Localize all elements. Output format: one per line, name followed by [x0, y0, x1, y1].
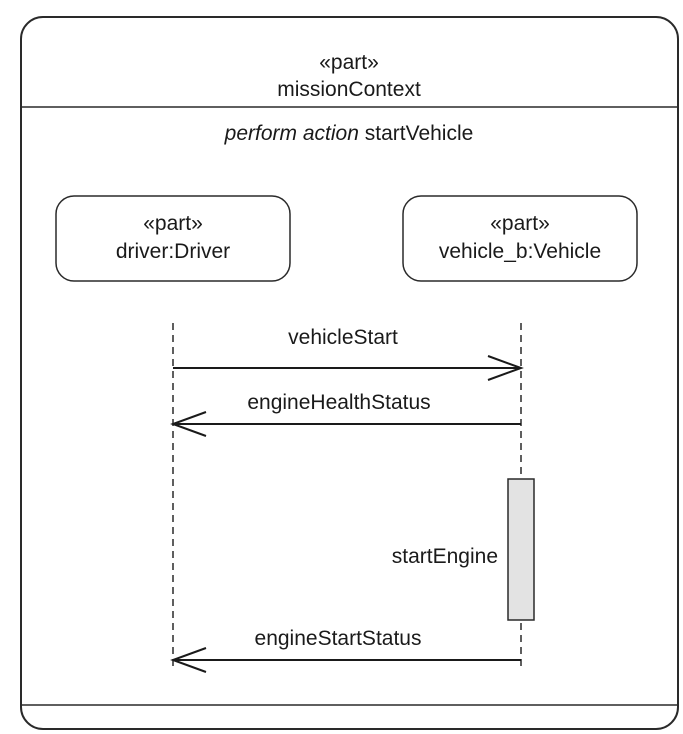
container-stereotype: «part» [319, 51, 379, 74]
message-label-vehicle-start: vehicleStart [288, 326, 398, 349]
message-arrow-engine-health-status [170, 411, 521, 437]
lifeline-vehicle-name: vehicle_b:Vehicle [438, 240, 602, 263]
message-arrow-engine-start-status [170, 647, 521, 673]
action-prefix: perform action [224, 122, 359, 145]
lifeline-vehicle-stereotype: «part» [490, 212, 550, 235]
action-name: startVehicle [364, 122, 474, 145]
activation-label: startEngine [391, 545, 498, 568]
message-arrow-vehicle-start [173, 355, 524, 381]
activation-bar [507, 478, 535, 621]
lifeline-driver-stereotype: «part» [143, 212, 203, 235]
lifeline-head-vehicle [402, 195, 638, 282]
message-label-engine-health-status: engineHealthStatus [247, 391, 431, 414]
action-title: perform action startVehicle [225, 122, 474, 146]
lifeline-head-driver [55, 195, 291, 282]
message-label-engine-start-status: engineStartStatus [254, 627, 422, 650]
container-name: missionContext [277, 78, 421, 101]
lifeline-driver-name: driver:Driver [115, 240, 231, 263]
